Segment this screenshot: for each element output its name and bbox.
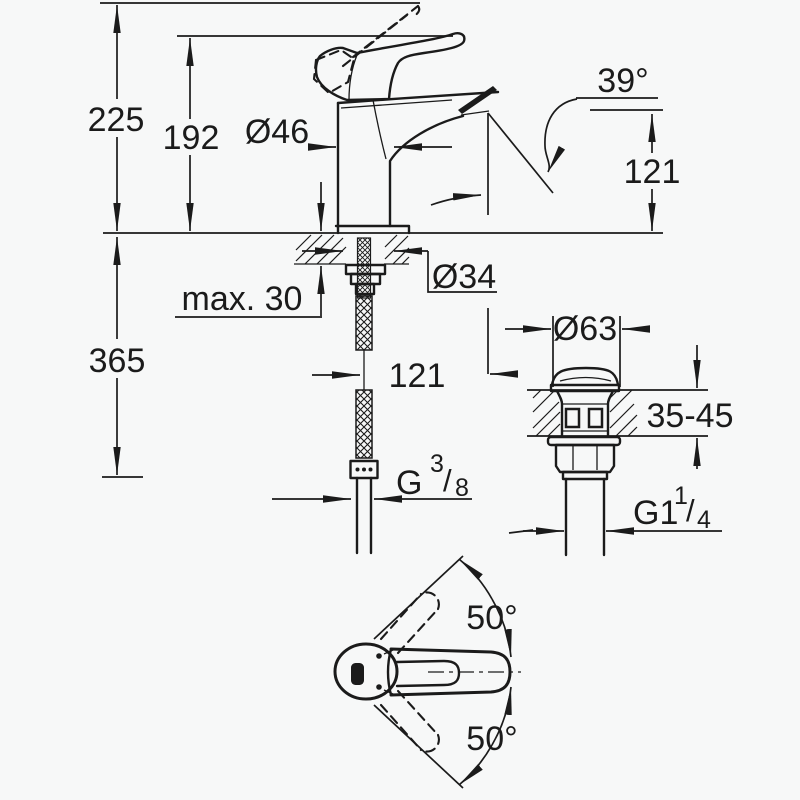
handle-lever — [314, 32, 466, 102]
svg-text:1: 1 — [674, 482, 688, 510]
main-view: 225 192 Ø46 39° 121 max. 30 Ø34 365 121 … — [86, 2, 681, 555]
handle-raised-dashed — [312, 4, 421, 95]
overflow-slot — [587, 407, 604, 429]
dim-body-diameter: Ø46 — [245, 113, 309, 151]
supply-hose-upper — [355, 295, 373, 351]
waste-outline — [532, 366, 638, 557]
dim-height-to-handle: 192 — [163, 119, 220, 157]
waste-view: Ø63 35-45 G1 1 / 4 — [505, 310, 734, 557]
svg-text:4: 4 — [697, 506, 711, 534]
dim-deck-max: max. 30 — [182, 280, 303, 318]
dim-spout-angle: 39° — [597, 62, 648, 100]
aerator-face — [458, 86, 497, 114]
dim-swing-up: 50° — [466, 599, 517, 637]
svg-text:G1: G1 — [633, 494, 678, 532]
svg-text:G: G — [396, 464, 422, 502]
dim-height-total: 225 — [88, 101, 145, 139]
deck-section-hatch — [294, 234, 410, 265]
dim-outlet-height: 121 — [624, 153, 681, 191]
overflow-slot — [564, 407, 581, 429]
locknut — [554, 443, 616, 474]
svg-text:/: / — [443, 463, 452, 498]
svg-text:3: 3 — [430, 450, 444, 478]
swing-dimension-lines — [373, 529, 534, 789]
handle-outline — [333, 642, 521, 701]
svg-text:/: / — [686, 493, 695, 528]
dim-hose-length: 365 — [89, 342, 146, 380]
svg-text:8: 8 — [455, 474, 469, 502]
dimension-lines — [505, 316, 722, 535]
dim-shank-diameter: Ø34 — [432, 258, 496, 296]
dim-swing-down: 50° — [466, 720, 517, 758]
dim-supply-thread: G 3 / 8 — [396, 450, 469, 502]
supply-hose-lower — [355, 389, 373, 459]
faucet-body — [336, 90, 500, 105]
dim-deck-range: 35-45 — [647, 397, 734, 435]
deck-section-hatch — [532, 389, 638, 437]
handle-top-view: 50° 50° — [333, 529, 534, 789]
dimension-lines — [100, 2, 663, 503]
mounting-hardware — [344, 237, 387, 555]
hose-fitting — [349, 459, 379, 480]
dim-spout-projection: 121 — [389, 357, 446, 395]
dim-cap-diameter: Ø63 — [553, 310, 617, 348]
dim-waste-thread: G1 1 / 4 — [633, 482, 711, 534]
